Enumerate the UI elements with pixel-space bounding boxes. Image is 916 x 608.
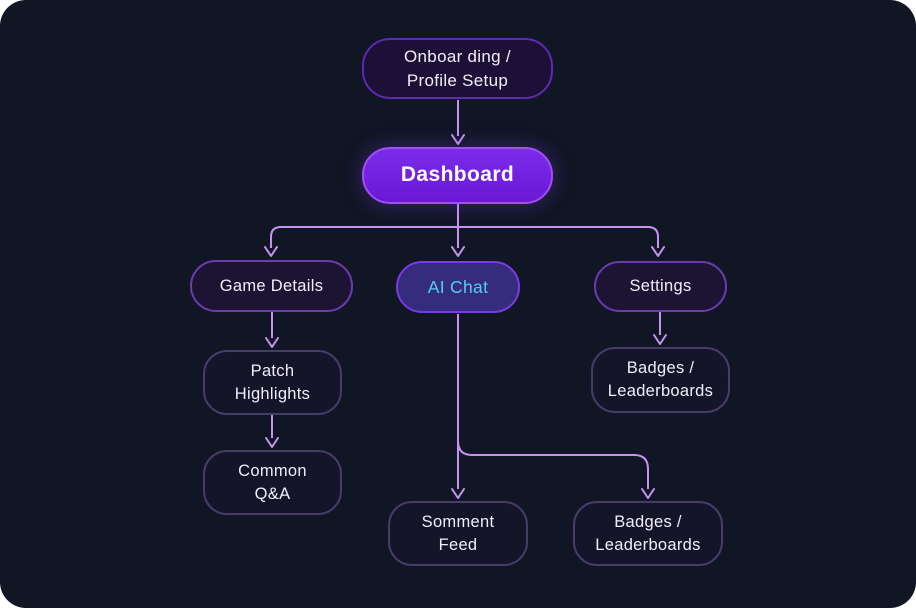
arrow-down-icon: [451, 134, 465, 145]
node-label: Common Q&A: [238, 461, 307, 503]
connector-settings-to-badges: [653, 312, 667, 345]
arrow-down-icon: [641, 488, 655, 499]
arrow-down-icon: [653, 334, 667, 345]
node-dashboard[interactable]: Dashboard: [362, 147, 553, 204]
connector-gamedetails-to-patchhighlights: [265, 312, 279, 348]
node-badges-leaderboards-chat[interactable]: Badges / Leaderboards: [573, 501, 723, 566]
node-label: AI Chat: [427, 276, 489, 297]
node-label: Dashboard: [400, 163, 515, 187]
node-ai-chat[interactable]: AI Chat: [396, 261, 520, 313]
node-label: Somment Feed: [421, 512, 495, 554]
node-somment-feed[interactable]: Somment Feed: [388, 501, 528, 566]
node-label: Patch Highlights: [234, 361, 311, 403]
node-label: Badges / Leaderboards: [595, 512, 701, 554]
node-label: Onboar ding / Profile Setup: [404, 47, 511, 90]
connector-onboarding-to-dashboard: [451, 100, 465, 145]
arrow-down-icon: [264, 246, 278, 257]
connector-aichat-to-sommentfeed: [451, 314, 465, 499]
node-label: Badges / Leaderboards: [607, 359, 714, 400]
node-common-qa[interactable]: Common Q&A: [203, 450, 342, 515]
connector-aichat-to-badges: [457, 440, 655, 499]
arrow-down-icon: [451, 488, 465, 499]
arrow-down-icon: [265, 437, 279, 448]
node-settings[interactable]: Settings: [594, 261, 727, 312]
node-game-details[interactable]: Game Details: [190, 260, 353, 312]
arrow-down-icon: [451, 246, 465, 257]
connector-patchhighlights-to-commonqa: [265, 415, 279, 448]
node-patch-highlights[interactable]: Patch Highlights: [203, 350, 342, 415]
node-label: Settings: [629, 277, 692, 296]
arrow-down-icon: [265, 337, 279, 348]
arrow-down-icon: [651, 246, 665, 257]
node-label: Game Details: [219, 276, 324, 295]
node-badges-leaderboards-settings[interactable]: Badges / Leaderboards: [591, 347, 730, 413]
node-onboarding-profile-setup[interactable]: Onboar ding / Profile Setup: [362, 38, 553, 99]
connector-dashboard-to-children: [264, 204, 665, 257]
